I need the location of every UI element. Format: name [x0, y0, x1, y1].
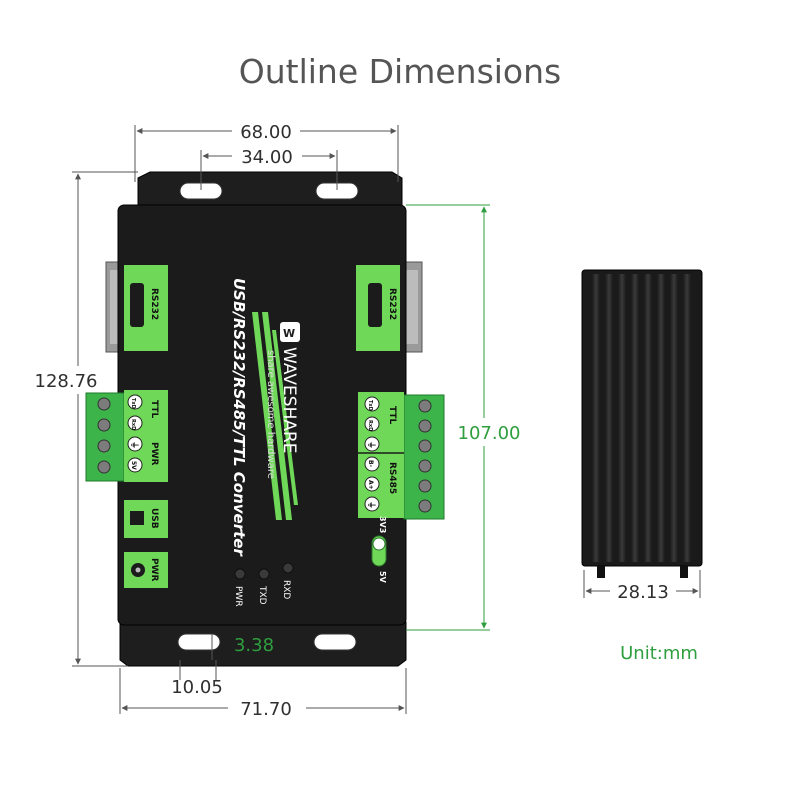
pwr-jack-label: PWR: [149, 558, 159, 582]
dim-34-label: 34.00: [241, 147, 293, 168]
rs232-right-label: RS232: [387, 288, 397, 320]
diagram-title: Outline Dimensions: [238, 52, 562, 91]
switch-3v3-label: 3V3: [378, 516, 387, 533]
dim-28-label: 28.13: [617, 582, 669, 603]
pin-txd-right: TxD: [367, 400, 373, 411]
dim-128-label: 128.76: [35, 371, 98, 392]
dim-depth: 28.13: [583, 570, 701, 603]
brand-tagline: share awesome hardware: [265, 350, 276, 479]
pin-rxd-left: RxD: [130, 419, 136, 430]
switch-5v-label: 5V: [378, 571, 387, 584]
pin-txd-left: TxD: [130, 398, 136, 409]
pin-gnd-right-2: ⏚: [367, 501, 376, 509]
rs232-right-panel: RS232: [356, 265, 400, 351]
led-txd: [258, 568, 270, 580]
dim-68-label: 68.00: [240, 122, 292, 143]
ttl-right-label: TTL: [387, 406, 397, 424]
dim-hole-offset: 10.05: [119, 668, 223, 714]
dim-width-flange: 71.70: [121, 668, 407, 720]
ttl-left-label: TTL: [149, 400, 159, 418]
product-name: USB/RS232/RS485/TTL Converter: [230, 278, 248, 557]
led-txd-label: TXD: [257, 585, 267, 605]
side-view-enclosure: [581, 269, 703, 578]
mounting-hole: [313, 633, 357, 651]
voltage-switch: 3V3 5V: [371, 516, 387, 584]
waveshare-logo: W: [280, 322, 300, 342]
led-pwr-label: PWR: [233, 586, 243, 607]
rs232-left-panel: RS232: [124, 265, 168, 351]
pin-rxd-right: RxD: [367, 420, 373, 431]
top-flange: [137, 171, 403, 211]
bottom-flange: [119, 621, 407, 667]
db9-connector-right: [403, 261, 423, 353]
dim-7170-label: 71.70: [240, 699, 292, 720]
status-leds: PWR TXD RXD: [233, 562, 294, 607]
dim-hole-diameter: 3.38: [179, 634, 274, 680]
rs485-label: RS485: [387, 462, 397, 494]
pwr-left-label: PWR: [149, 442, 159, 466]
svg-text:W: W: [283, 327, 295, 340]
dim-107-label: 107.00: [458, 423, 521, 444]
led-rxd-label: RXD: [281, 580, 291, 599]
dim-width-outer: 68.00: [134, 122, 399, 182]
rs232-left-label: RS232: [149, 288, 159, 320]
led-pwr: [234, 568, 246, 580]
dim-1005-label: 10.05: [171, 677, 223, 698]
mounting-hole: [177, 633, 221, 651]
pin-badges-right: TxD RxD ⏚ B- A+ ⏚: [364, 396, 380, 512]
ttl-rs485-right-panel: TxD RxD ⏚ B- A+ ⏚ TTL RS485: [358, 392, 404, 518]
unit-label: Unit:mm: [620, 643, 698, 664]
ttl-pwr-left-panel: TxD RxD ⏚ 5V TTL PWR: [124, 390, 168, 482]
dim-338-label: 3.38: [234, 635, 274, 656]
terminal-block-right: [403, 394, 445, 520]
pin-a-plus: A+: [367, 480, 374, 490]
brand-name: WAVESHARE: [279, 347, 299, 454]
pin-b-minus: B-: [367, 460, 374, 468]
pin-gnd-left: ⏚: [130, 441, 139, 449]
dim-height-outer: 128.76: [35, 171, 138, 667]
led-rxd: [282, 562, 294, 574]
usb-port-panel: USB: [124, 500, 168, 538]
dim-hole-spacing: 34.00: [200, 147, 338, 190]
usb-label: USB: [149, 508, 159, 529]
pin-5v-left: 5V: [130, 461, 137, 470]
pin-gnd-right-1: ⏚: [367, 441, 376, 449]
pin-badges-left: TxD RxD ⏚ 5V: [127, 394, 143, 473]
dim-height-body: 107.00: [406, 204, 521, 631]
decorative-stripes: [252, 312, 298, 520]
power-jack-panel: PWR: [124, 552, 168, 588]
terminal-block-left: [85, 392, 125, 482]
